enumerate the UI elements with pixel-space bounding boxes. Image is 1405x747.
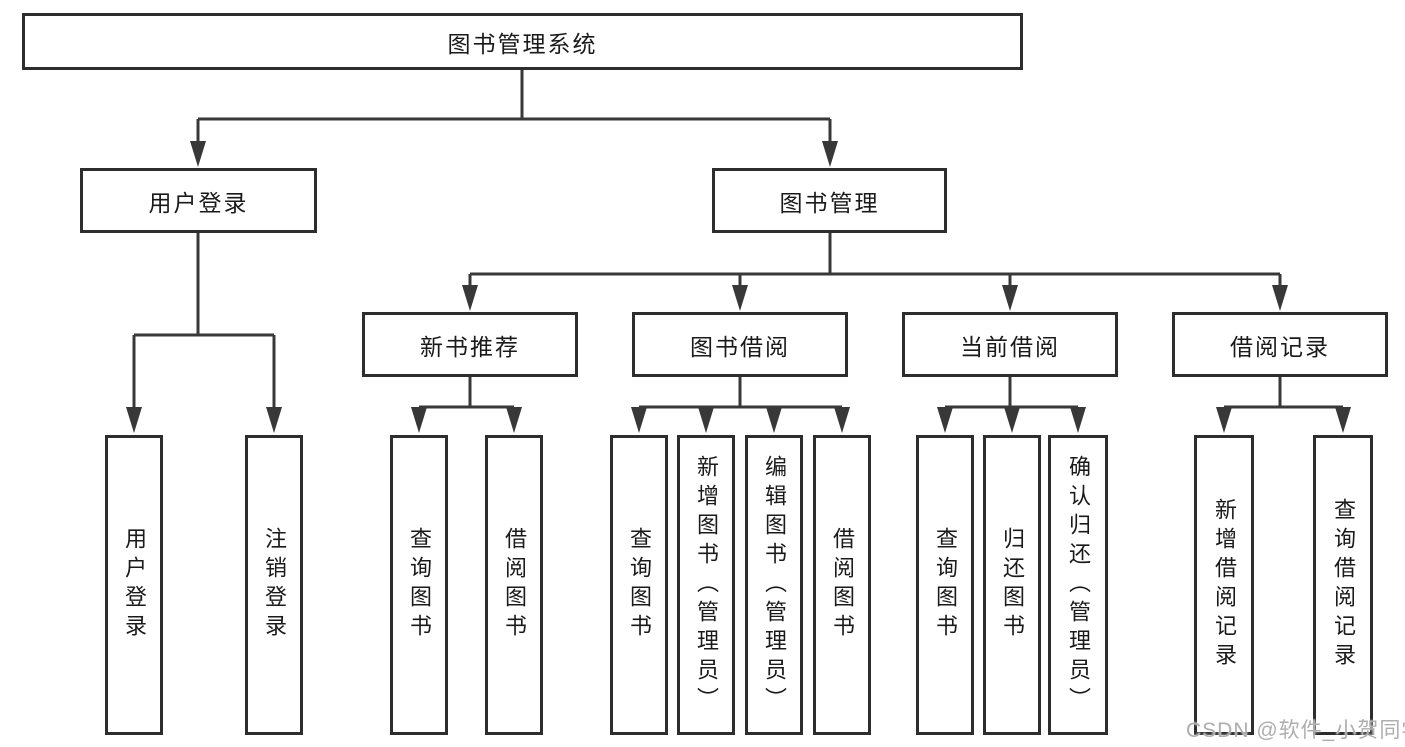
- leaf-label: 用户登录: [122, 527, 147, 643]
- node-current-borrowing: 当前借阅: [902, 312, 1118, 377]
- node-new-book-recommendation: 新书推荐: [362, 312, 578, 377]
- node-label: 图书管理: [779, 189, 880, 216]
- leaf-user-login: 用户登录: [105, 435, 163, 735]
- leaf-edit-books-admin: 编辑图书（管理员）: [745, 435, 803, 735]
- node-book-borrowing: 图书借阅: [632, 312, 848, 377]
- leaf-add-borrow-record: 新增借阅记录: [1194, 435, 1254, 735]
- csdn-watermark: CSDN @软件_小贺同学: [1186, 719, 1405, 742]
- leaf-query-books-current: 查询图书: [916, 435, 974, 735]
- leaf-label: 归还图书: [1000, 527, 1025, 643]
- leaf-label: 借阅图书: [502, 527, 527, 643]
- leaf-label: 借阅图书: [830, 527, 855, 643]
- leaf-label: 查询图书: [407, 527, 432, 643]
- node-label: 用户登录: [148, 189, 249, 216]
- leaf-confirm-return-admin: 确认归还（管理员）: [1048, 435, 1108, 735]
- node-borrowing-records: 借阅记录: [1172, 312, 1388, 377]
- leaf-query-books-borrow: 查询图书: [610, 435, 668, 735]
- leaf-query-borrow-record: 查询借阅记录: [1313, 435, 1373, 735]
- node-library-management-system: 图书管理系统: [22, 13, 1023, 70]
- node-book-management: 图书管理: [712, 168, 947, 233]
- leaf-label: 查询图书: [933, 527, 958, 643]
- arrowheads: [126, 141, 1351, 433]
- leaf-borrow-books-newbook: 借阅图书: [485, 435, 543, 735]
- leaf-logout: 注销登录: [245, 435, 303, 735]
- leaf-label: 编辑图书（管理员）: [762, 454, 787, 716]
- leaf-borrow-books-borrow: 借阅图书: [813, 435, 871, 735]
- leaf-label: 注销登录: [262, 527, 287, 643]
- node-label: 新书推荐: [420, 333, 520, 360]
- leaf-query-books-newbook: 查询图书: [390, 435, 448, 735]
- leaf-label: 查询图书: [627, 527, 652, 643]
- node-label: 图书借阅: [690, 333, 790, 360]
- leaf-label: 确认归还（管理员）: [1066, 454, 1091, 716]
- node-label: 当前借阅: [960, 333, 1060, 360]
- leaf-label: 新增图书（管理员）: [694, 454, 719, 716]
- node-user-login: 用户登录: [80, 168, 317, 233]
- leaf-add-books-admin: 新增图书（管理员）: [677, 435, 735, 735]
- leaf-return-books: 归还图书: [983, 435, 1041, 735]
- leaf-label: 新增借阅记录: [1212, 498, 1237, 672]
- leaf-label: 查询借阅记录: [1331, 498, 1356, 672]
- node-label: 图书管理系统: [447, 30, 598, 57]
- node-label: 借阅记录: [1230, 333, 1330, 360]
